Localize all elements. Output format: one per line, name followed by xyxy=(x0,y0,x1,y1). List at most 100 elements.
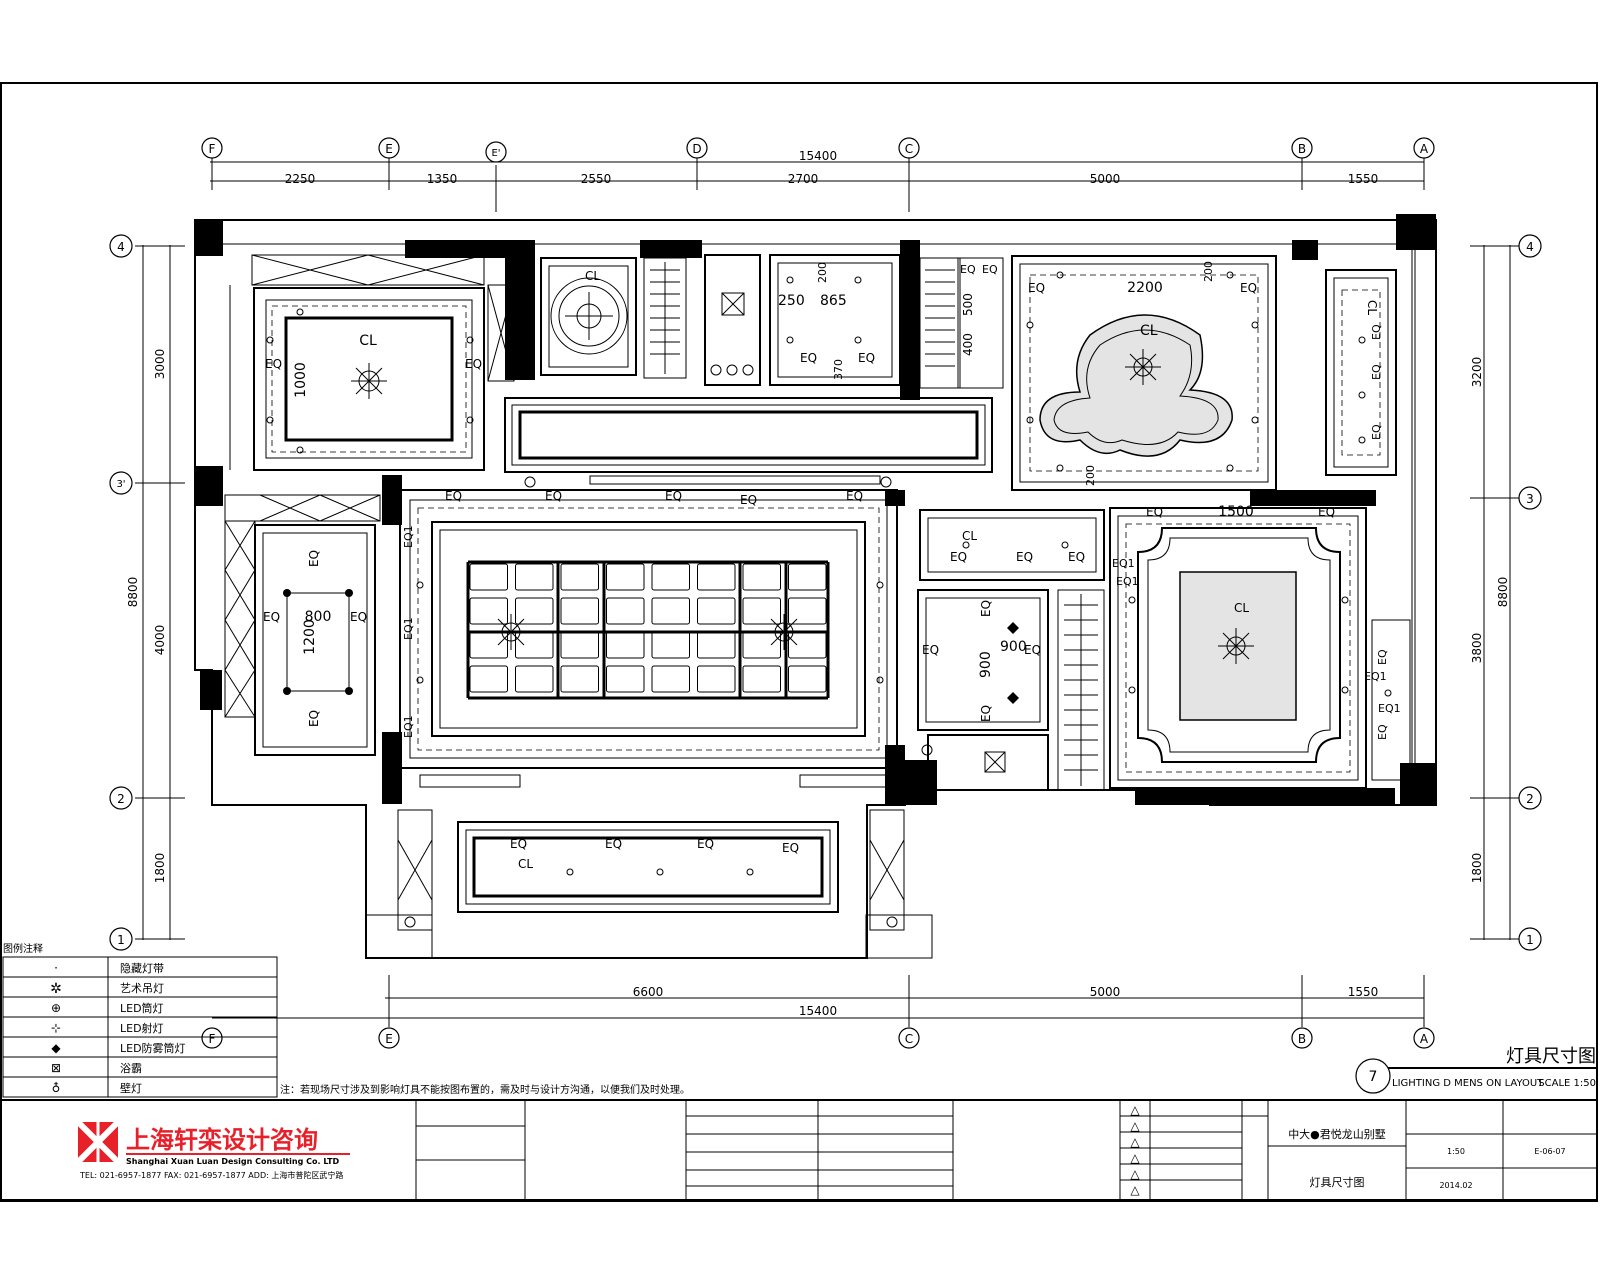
led-fog-downlight-icon xyxy=(1007,622,1019,634)
dim-370: 370 xyxy=(832,359,845,380)
corridor-ceiling xyxy=(504,397,993,488)
room-bottom-terrace: EQ EQ EQ EQ CL xyxy=(365,809,933,959)
downlight-icon xyxy=(1251,321,1259,329)
downlight-icon xyxy=(1056,464,1064,472)
downlight-icon xyxy=(416,676,424,684)
top-dim-seg-5: 5000 xyxy=(1090,172,1121,186)
legend-label-chandelier: 艺术吊灯 xyxy=(120,982,164,995)
coffer-panel xyxy=(606,563,645,591)
eq-label: EQ xyxy=(1370,424,1383,440)
grid-right-1: 1 xyxy=(1526,933,1534,947)
drawing-title-cn: 灯具尺寸图 xyxy=(1506,1046,1596,1067)
bottom-dim-seg-3: 1550 xyxy=(1348,985,1379,999)
eq1-label: EQ1 xyxy=(1378,702,1401,715)
downlight-icon xyxy=(1056,271,1064,279)
eq-label: EQ xyxy=(960,263,976,276)
legend-table: 图例注释 · 隐藏灯带 ✲ 艺术吊灯 ⊕ LED筒灯 ⊹ LED射灯 ◆ LED… xyxy=(2,942,278,1098)
eq1-label: EQ1 xyxy=(402,525,415,548)
legend-label-spotlight: LED射灯 xyxy=(120,1021,164,1035)
coffer-panel xyxy=(742,563,781,591)
downlight-icon xyxy=(1358,336,1366,344)
legend-symbol-fog-downlight-icon: ◆ xyxy=(51,1041,61,1055)
revision-mark: △ xyxy=(1130,1167,1140,1181)
left-dim-8800: 8800 xyxy=(126,577,140,608)
downlight-icon xyxy=(1226,464,1234,472)
eq1-label: EQ1 xyxy=(402,617,415,640)
grid-left-4: 4 xyxy=(117,240,125,254)
legend-label-bath-heater: 浴霸 xyxy=(120,1062,142,1075)
coffer-panel xyxy=(742,597,781,625)
led-spotlight-icon xyxy=(283,687,291,695)
company-name-cn: 上海轩栾设计咨询 xyxy=(126,1126,318,1154)
grid-bottom-B: B xyxy=(1298,1032,1306,1046)
eq-label: EQ xyxy=(1240,281,1257,295)
art-chandelier-icon xyxy=(1125,349,1161,385)
grid-bottom-C: C xyxy=(905,1032,913,1046)
downlight-icon xyxy=(1128,686,1136,694)
dim-400: 400 xyxy=(961,333,975,356)
eq-label: EQ xyxy=(1028,281,1045,295)
eq1-label: EQ1 xyxy=(1116,575,1139,588)
coffer-panel xyxy=(515,665,554,693)
legend-label-fog-downlight: LED防雾筒灯 xyxy=(120,1041,186,1055)
coffer-panel xyxy=(697,563,736,591)
downlight-icon xyxy=(416,581,424,589)
led-spotlight-icon xyxy=(345,589,353,597)
downlight-icon xyxy=(266,336,274,344)
coffer-panel xyxy=(606,665,645,693)
dim-200-b: 200 xyxy=(1202,261,1215,282)
grid-bottom-F: F xyxy=(209,1032,216,1046)
company-contact: TEL: 021-6957-1877 FAX: 021-6957-1877 AD… xyxy=(79,1170,343,1180)
eq-label: EQ xyxy=(1146,505,1163,519)
room-bath-top: 250 865 200 370 EQ EQ xyxy=(704,254,901,386)
legend-symbol-bath-heater-icon: ⊠ xyxy=(51,1061,61,1075)
downlight-icon xyxy=(266,416,274,424)
coffer-panel xyxy=(651,597,690,625)
eq-label: EQ xyxy=(665,489,682,503)
cl-mark: CL xyxy=(1234,601,1249,615)
grid-top-A: A xyxy=(1420,142,1429,156)
downlight-icon xyxy=(1358,436,1366,444)
room-top-left: 1000 CL EQ EQ xyxy=(229,254,515,471)
grid-left-2: 2 xyxy=(117,792,125,806)
downlight-icon xyxy=(656,868,664,876)
eq-label: EQ xyxy=(982,263,998,276)
bottom-overall-dim: 15400 xyxy=(799,1004,837,1018)
room-mid-small: CL EQ EQ EQ xyxy=(919,509,1105,581)
drawing-scale: SCALE 1:50 xyxy=(1538,1078,1596,1089)
eq-label: EQ xyxy=(922,643,939,657)
revision-mark: △ xyxy=(1130,1103,1140,1117)
eq-label: EQ xyxy=(979,600,993,617)
coffer-panel xyxy=(697,665,736,693)
eq-label: EQ xyxy=(740,493,757,507)
top-dimension-chain: 15400 2250 1350 2550 2700 5000 1550 xyxy=(210,149,1425,212)
drawing-note: 注：若现场尺寸涉及到影响灯具不能按图布置的，需及时与设计方沟通，以便我们及时处理… xyxy=(280,1083,690,1096)
bath-heater-icon xyxy=(721,292,745,316)
company-logo xyxy=(75,1119,121,1165)
room-living-grid: EQ EQ EQ EQ EQ EQ1 EQ1 EQ1 xyxy=(399,489,898,788)
vent-strip xyxy=(643,257,687,379)
top-overall-dim: 15400 xyxy=(799,149,837,163)
top-dim-seg-4: 2700 xyxy=(788,172,819,186)
downlight-icon xyxy=(1251,416,1259,424)
legend-title: 图例注释 xyxy=(3,942,43,955)
downlight-icon xyxy=(1026,321,1034,329)
legend-symbol-chandelier-icon: ✲ xyxy=(50,981,62,997)
eq-label: EQ xyxy=(782,841,799,855)
downlight-icon xyxy=(1226,271,1234,279)
eq-label: EQ xyxy=(263,610,280,624)
grid-right-2: 2 xyxy=(1526,792,1534,806)
dim-1200: 1200 xyxy=(302,619,318,655)
grid-top-D: D xyxy=(692,142,701,156)
coffer-panel xyxy=(606,597,645,625)
floor-plan: 1000 CL EQ EQ CL xyxy=(194,214,1437,959)
bath-heater-icon xyxy=(984,751,1006,773)
downlight-icon xyxy=(876,581,884,589)
dim-1000: 1000 xyxy=(293,362,309,398)
dim-200-a: 200 xyxy=(816,262,829,283)
coffer-panel xyxy=(651,665,690,693)
cl-mark: CL xyxy=(962,529,977,543)
eq-label: EQ xyxy=(1068,550,1085,564)
dim-500: 500 xyxy=(961,293,975,316)
dim-800: 800 xyxy=(305,609,332,625)
